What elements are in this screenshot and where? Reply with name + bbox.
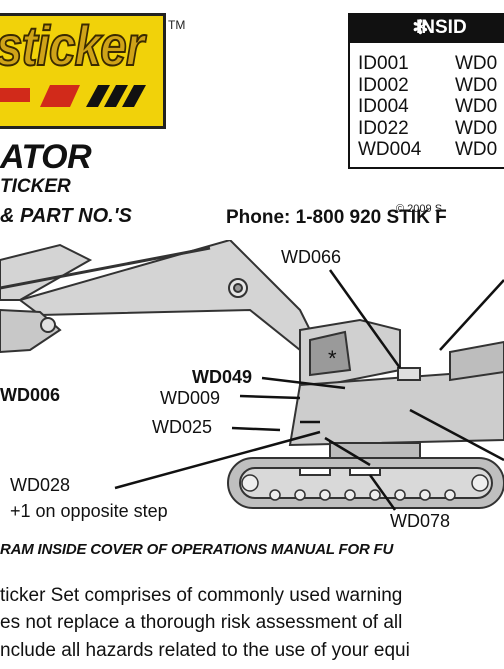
label-opposite-step: +1 on opposite step	[10, 501, 168, 521]
product-subtitle: TICKER	[0, 176, 71, 197]
label-wd028: WD028	[10, 475, 71, 495]
part-number: WD0	[455, 139, 498, 160]
copyright-notice: © 2009 S	[396, 203, 443, 215]
part-number: ID001	[358, 53, 409, 74]
logo-red-bar	[0, 88, 30, 102]
trademark-mark: TM	[168, 18, 186, 32]
logo-wordmark: sticker	[0, 14, 145, 77]
part-number: WD0	[455, 74, 498, 96]
part-number: WD004	[358, 139, 422, 160]
asterisk-icon: ✻	[412, 17, 429, 39]
label-wd006: WD006	[0, 385, 61, 405]
part-numbers-heading: & PART NO.'S	[0, 205, 132, 227]
body-text-line: ticker Set comprises of commonly used wa…	[0, 585, 403, 606]
part-number: ID004	[358, 96, 409, 117]
body-text-line: es not replace a thorough risk assessmen…	[0, 612, 403, 633]
part-number: ID002	[358, 74, 409, 96]
inside-col-1: ID001 ID002 ID004 ID022 WD004	[358, 53, 421, 161]
product-title: ATOR	[0, 138, 92, 176]
label-wd078: WD078	[390, 511, 451, 531]
inside-col-2: WD0 WD0 WD0 WD0 WD0	[455, 53, 497, 161]
logo-badge	[0, 13, 166, 129]
excavator-diagram: *	[0, 240, 504, 511]
phone-number: Phone: 1-800 920 STIK F	[226, 207, 447, 228]
part-number: ID022	[358, 117, 409, 139]
body-text-line: nclude all hazards related to the use of…	[0, 640, 410, 661]
part-number: WD0	[455, 53, 498, 74]
label-wd049: WD049	[192, 367, 253, 387]
part-number: WD0	[455, 96, 498, 117]
svg-text:*: *	[328, 346, 337, 371]
label-wd025: WD025	[152, 417, 213, 437]
part-number: WD0	[455, 117, 498, 139]
logo-stripes	[40, 85, 146, 107]
label-wd066: WD066	[281, 247, 342, 267]
inside-header: INSID	[348, 13, 504, 43]
label-wd009: WD009	[160, 388, 221, 408]
manual-cover-note: RAM INSIDE COVER OF OPERATIONS MANUAL FO…	[0, 541, 394, 558]
